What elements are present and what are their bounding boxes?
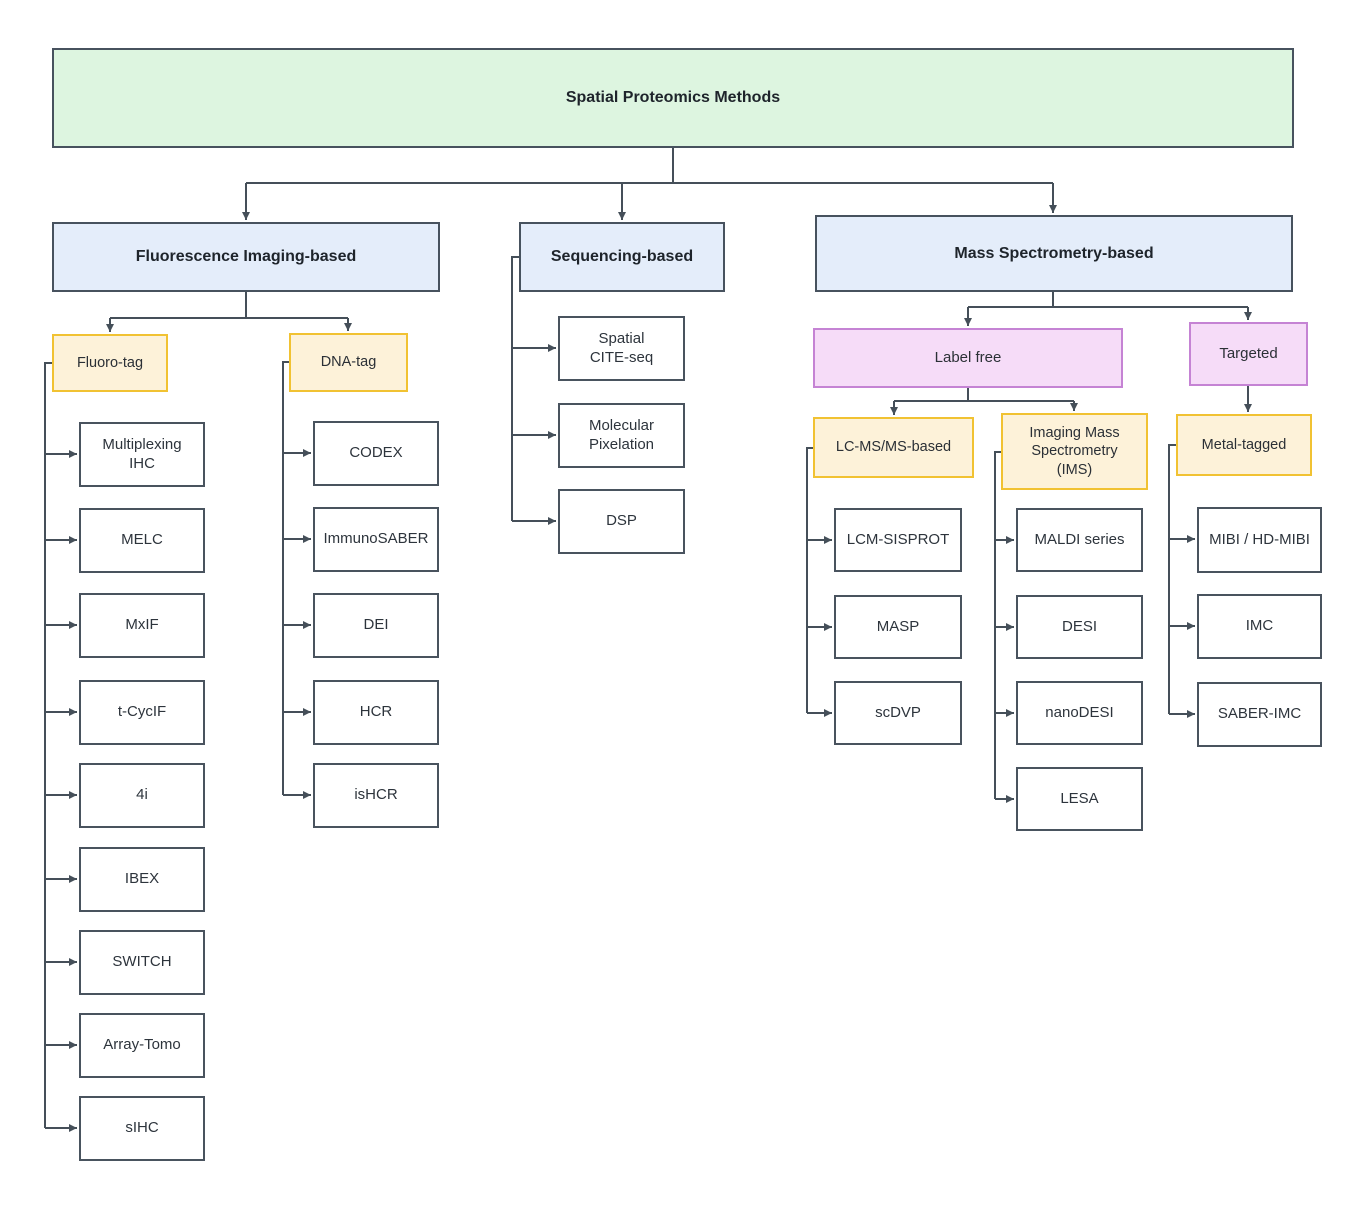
node-lc-ms-ms-based: LC-MS/MS-based — [813, 417, 974, 478]
node-fluorescence-imaging-based: Fluorescence Imaging-based — [52, 222, 440, 292]
node-imaging-mass-spectrometry: Imaging Mass Spectrometry (IMS) — [1001, 413, 1148, 490]
node-sequencing-based: Sequencing-based — [519, 222, 725, 292]
node-melc: MELC — [79, 508, 205, 573]
node-hcr: HCR — [313, 680, 439, 745]
node-mxif: MxIF — [79, 593, 205, 658]
node-spatial-proteomics-methods: Spatial Proteomics Methods — [52, 48, 1294, 148]
node-dsp: DSP — [558, 489, 685, 554]
node-array-tomo: Array-Tomo — [79, 1013, 205, 1078]
node-masp: MASP — [834, 595, 962, 659]
node-ishcr: isHCR — [313, 763, 439, 828]
node-4i: 4i — [79, 763, 205, 828]
node-saber-imc: SABER-IMC — [1197, 682, 1322, 747]
node-maldi-series: MALDI series — [1016, 508, 1143, 572]
node-immunosaber: ImmunoSABER — [313, 507, 439, 572]
node-t-cycif: t-CycIF — [79, 680, 205, 745]
node-targeted: Targeted — [1189, 322, 1308, 386]
node-spatial-cite-seq: Spatial CITE-seq — [558, 316, 685, 381]
node-label-free: Label free — [813, 328, 1123, 388]
node-codex: CODEX — [313, 421, 439, 486]
node-switch: SWITCH — [79, 930, 205, 995]
node-lesa: LESA — [1016, 767, 1143, 831]
node-molecular-pixelation: Molecular Pixelation — [558, 403, 685, 468]
node-fluoro-tag: Fluoro-tag — [52, 334, 168, 392]
node-lcm-sisprot: LCM-SISPROT — [834, 508, 962, 572]
node-dei: DEI — [313, 593, 439, 658]
node-imc: IMC — [1197, 594, 1322, 659]
node-metal-tagged: Metal-tagged — [1176, 414, 1312, 476]
node-sihc: sIHC — [79, 1096, 205, 1161]
node-scdvp: scDVP — [834, 681, 962, 745]
node-nanodesi: nanoDESI — [1016, 681, 1143, 745]
node-mibi-hd-mibi: MIBI / HD-MIBI — [1197, 507, 1322, 573]
node-multiplexing-ihc: Multiplexing IHC — [79, 422, 205, 487]
node-mass-spectrometry-based: Mass Spectrometry-based — [815, 215, 1293, 292]
node-dna-tag: DNA-tag — [289, 333, 408, 392]
node-ibex: IBEX — [79, 847, 205, 912]
node-desi: DESI — [1016, 595, 1143, 659]
